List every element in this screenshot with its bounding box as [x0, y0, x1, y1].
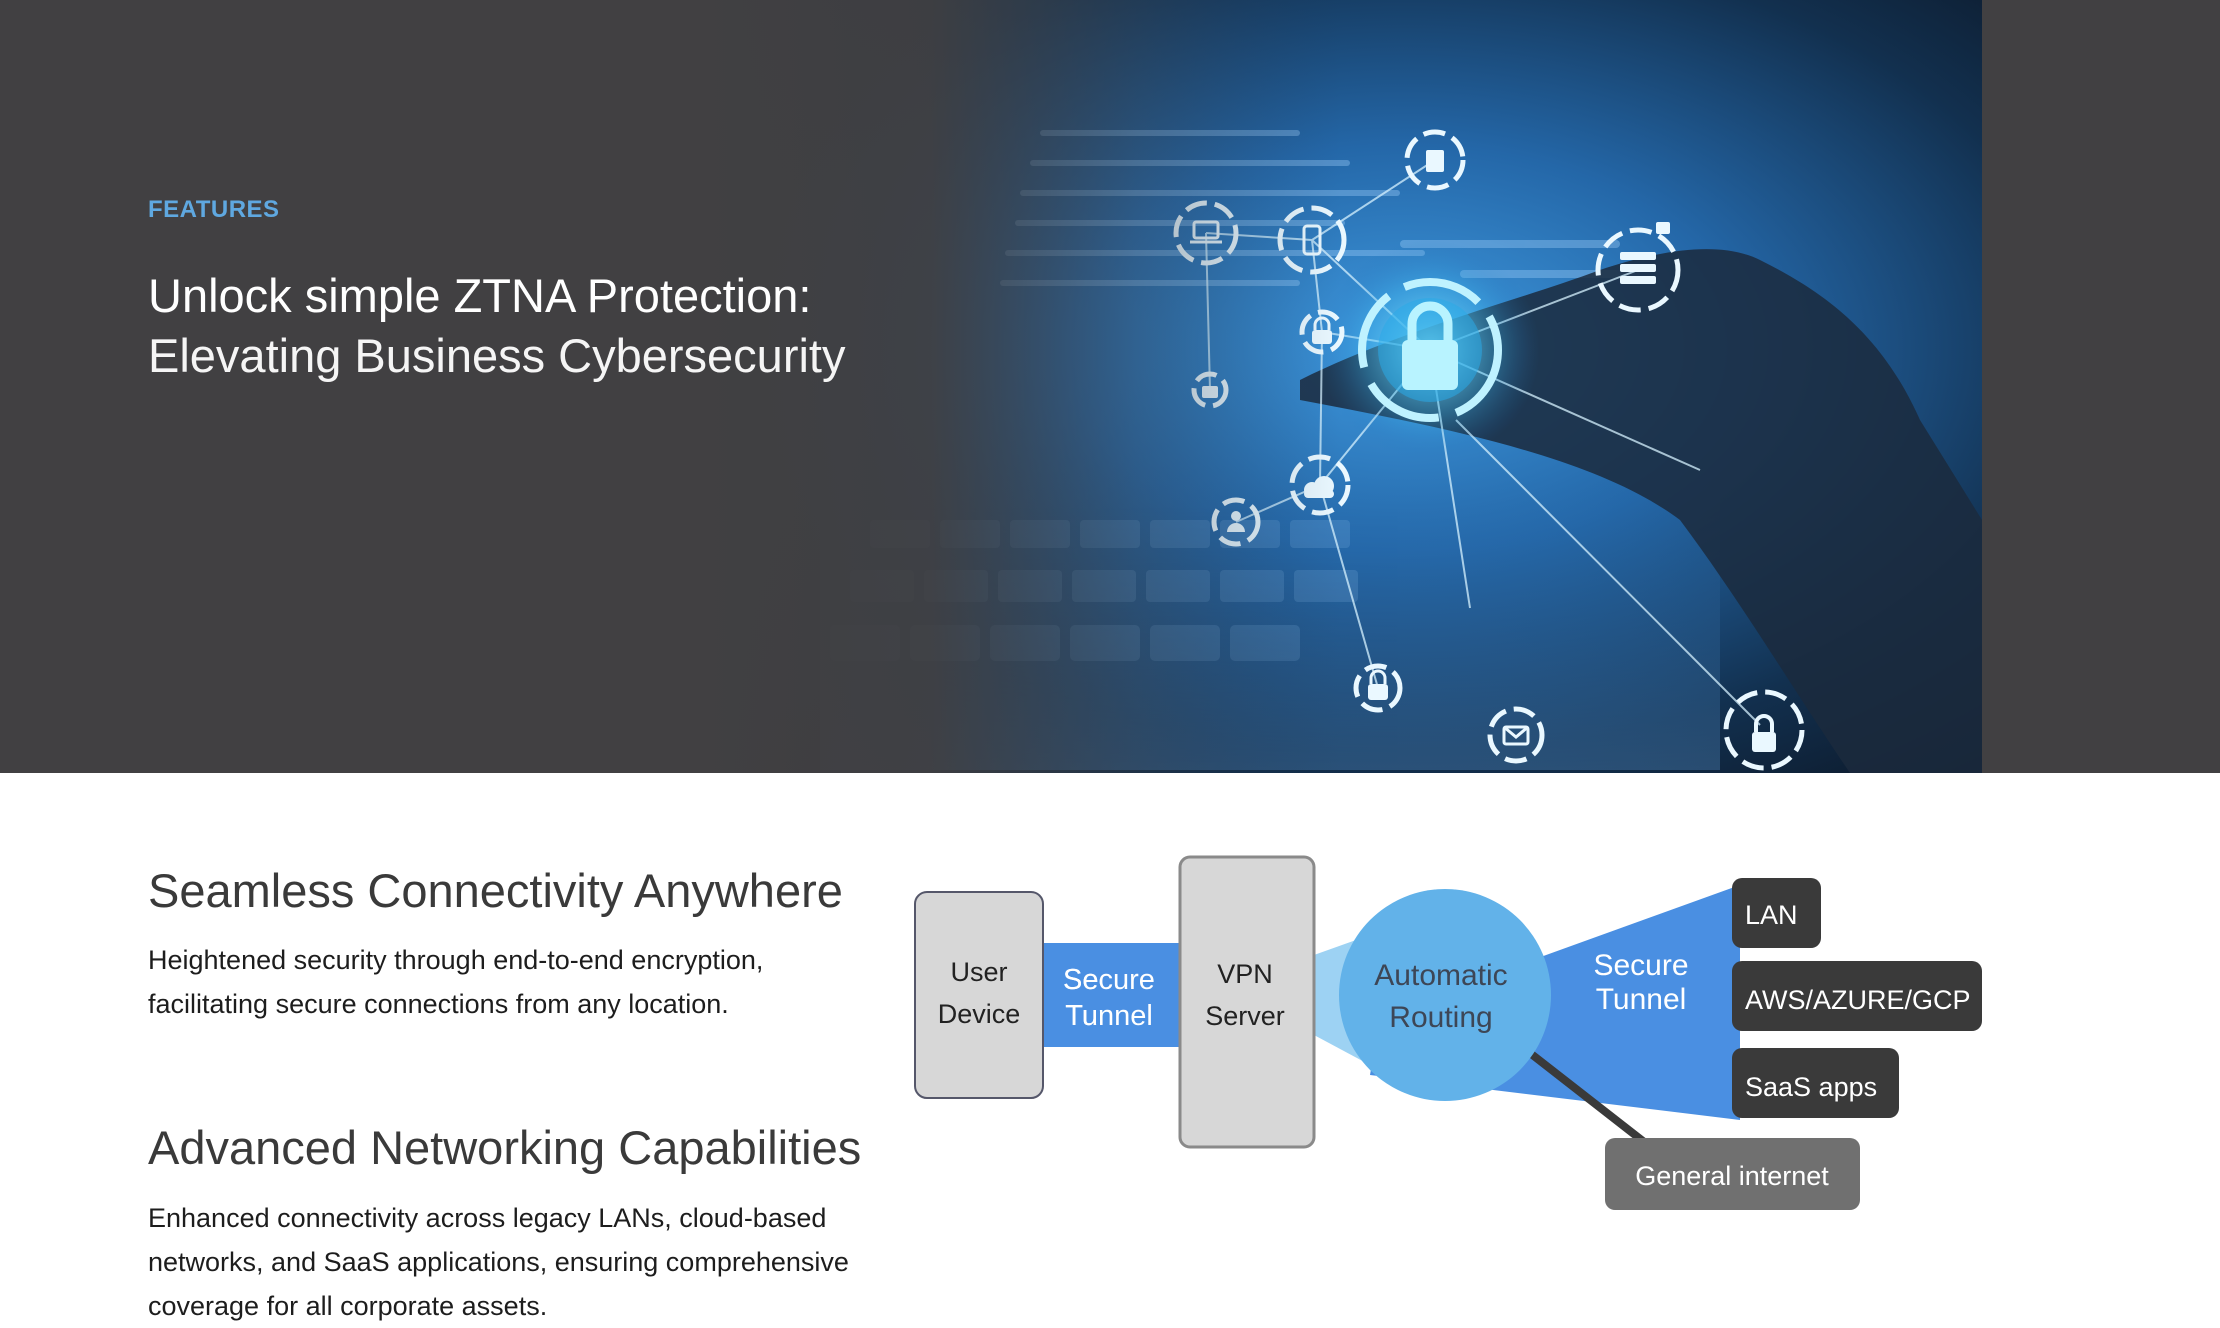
- tunnel-left-text2: Tunnel: [1065, 1000, 1153, 1032]
- user-device-box: [914, 891, 1044, 1099]
- vpn-server-line1: VPN: [1217, 959, 1273, 989]
- feature-desc-connectivity: Heightened security through end-to-end e…: [148, 938, 868, 1026]
- feature-title-connectivity: Seamless Connectivity Anywhere: [148, 864, 843, 917]
- routing-line2: Routing: [1389, 1001, 1492, 1034]
- vpn-server-line2: Server: [1205, 1001, 1285, 1031]
- feature-desc-networking: Enhanced connectivity across legacy LANs…: [148, 1196, 868, 1328]
- destination-saas-label: SaaS apps: [1745, 1072, 1877, 1102]
- automatic-routing-circle: [1339, 889, 1551, 1101]
- desc-line: facilitating secure connections from any…: [148, 989, 729, 1019]
- hero-eyebrow: FEATURES: [148, 196, 280, 223]
- feature-title-networking: Advanced Networking Capabilities: [148, 1121, 862, 1174]
- hero-banner: FEATURES Unlock simple ZTNA Protection: …: [0, 0, 2220, 773]
- desc-line: Enhanced connectivity across legacy LANs…: [148, 1203, 827, 1233]
- routing-line1: Automatic: [1374, 959, 1507, 992]
- hero-image: [700, 0, 1982, 773]
- hero-right-margin: [1982, 0, 2220, 773]
- desc-line: networks, and SaaS applications, ensurin…: [148, 1247, 849, 1277]
- destination-lan: [1732, 878, 1821, 948]
- internet-connector: [1527, 1049, 1651, 1149]
- vpn-server-box: [1178, 855, 1316, 1149]
- hero-subtitle: Elevating Business Cybersecurity: [148, 329, 846, 382]
- desc-line: coverage for all corporate assets.: [148, 1291, 548, 1321]
- destination-saas: [1732, 1048, 1899, 1118]
- tunnel-left-text1: Secure: [1063, 964, 1155, 996]
- destination-cloud-label: AWS/AZURE/GCP: [1745, 985, 1971, 1015]
- user-device-line1: User: [950, 957, 1007, 987]
- cybersecurity-illustration: [700, 0, 1982, 773]
- hero-title: Unlock simple ZTNA Protection:: [148, 269, 812, 322]
- tunnel-right-line2: Tunnel: [1596, 983, 1687, 1016]
- destination-lan-label: LAN: [1745, 900, 1798, 930]
- ztna-network-diagram: Secure Tunnel Secure Tunnel User Device …: [914, 855, 1982, 1210]
- destination-cloud: [1732, 961, 1982, 1031]
- general-internet-pill: [1605, 1138, 1860, 1210]
- general-internet-label: General internet: [1635, 1161, 1829, 1191]
- tunnel-right-line1: Secure: [1593, 949, 1688, 982]
- user-device-line2: Device: [938, 999, 1021, 1029]
- desc-line: Heightened security through end-to-end e…: [148, 945, 764, 975]
